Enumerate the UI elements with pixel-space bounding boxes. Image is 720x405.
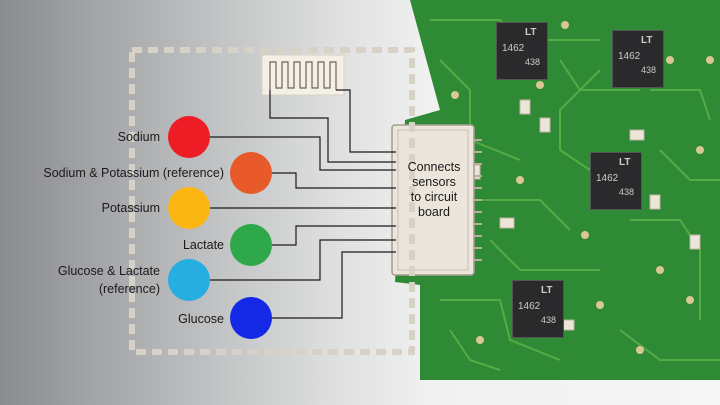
chip-part: 1462 <box>518 301 541 312</box>
sensor-potassium <box>168 187 210 229</box>
label-glucose: Glucose <box>178 312 224 326</box>
label-lactate: Lactate <box>182 238 224 252</box>
ic-chip: LT 1462 438 <box>590 152 642 210</box>
chip-logo: LT <box>541 285 553 296</box>
antenna-trace <box>269 61 337 90</box>
antenna-pad <box>261 54 345 96</box>
wire-glucose <box>272 251 396 319</box>
chip-code: 438 <box>641 65 657 75</box>
wire-sodium <box>210 136 396 171</box>
sensor-glucose-lactate-reference <box>168 259 210 301</box>
ic-chip: LT 1462 438 <box>496 22 548 80</box>
label-sodium: Sodium <box>117 130 160 144</box>
chip-part: 1462 <box>502 43 525 54</box>
ic-chip: LT 1462 438 <box>612 30 664 88</box>
label-potassium: Potassium <box>101 201 160 215</box>
wire-antenna-b <box>336 89 396 153</box>
label-glucose-lactate-reference: (reference) <box>98 282 160 296</box>
label-glucose-lactate: Glucose & Lactate <box>57 264 160 278</box>
chip-logo: LT <box>641 35 653 46</box>
ic-chip: LT 1462 438 <box>512 280 564 338</box>
wire-sodium-potassium <box>272 172 396 189</box>
connector-label: Connects sensors to circuit board <box>407 160 461 219</box>
chip-logo: LT <box>525 27 537 38</box>
chip-part: 1462 <box>596 173 619 184</box>
sensor-sodium-potassium-reference <box>230 152 272 194</box>
wire-lactate <box>272 225 396 246</box>
sensor-lactate <box>230 224 272 266</box>
chip-code: 438 <box>525 57 541 67</box>
label-sodium-potassium-reference: Sodium & Potassium (reference) <box>43 166 224 180</box>
wire-glucose-lactate <box>210 239 396 281</box>
chip-part: 1462 <box>618 51 641 62</box>
chip-logo: LT <box>619 157 631 168</box>
wire-antenna-a <box>269 90 396 163</box>
sensor-glucose <box>230 297 272 339</box>
sensor-patch-outline <box>129 47 415 355</box>
chip-code: 438 <box>619 187 635 197</box>
sensor-sodium <box>168 116 210 158</box>
chip-code: 438 <box>541 315 557 325</box>
